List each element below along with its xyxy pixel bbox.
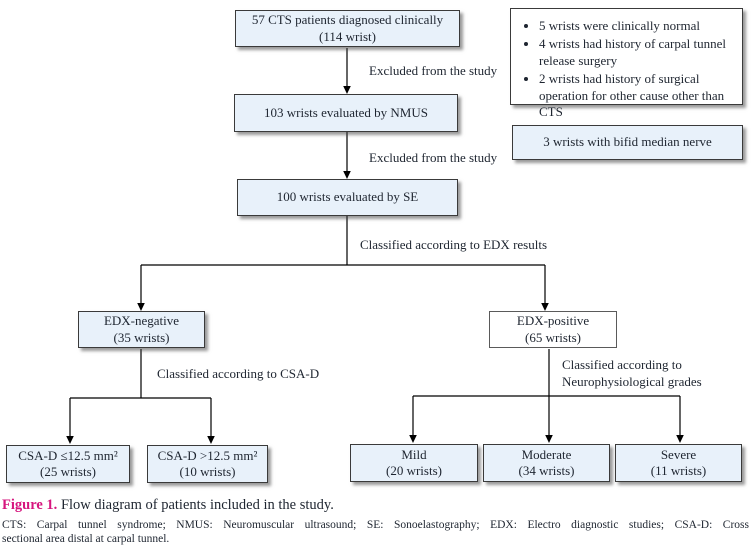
box-nmus: 103 wrists evaluated by NMUS [234,94,458,132]
arrowheads [66,86,684,444]
box-csad-low-line1: CSA-D ≤12.5 mm² [18,447,118,463]
box-csad-high-line1: CSA-D >12.5 mm² [157,447,258,463]
label-edx-results: Classified according to EDX results [360,237,548,252]
figure-caption: Figure 1. Flow diagram of patients inclu… [2,497,751,514]
box-mild: Mild (20 wrists) [350,444,478,482]
box-severe: Severe (11 wrists) [615,444,742,482]
footnote-line2: sectional area distal at carpal tunnel. [2,533,170,546]
label-neuro-line2: Neurophysiological grades [562,373,702,389]
box-csad-low-line2: (25 wrists) [40,464,96,479]
figure-caption-text: Flow diagram of patients included in the… [57,497,334,513]
box-edx-positive: EDX-positive (65 wrists) [489,311,617,348]
box-se: 100 wrists evaluated by SE [237,179,458,216]
box-patients-line2: (114 wrist) [319,28,376,44]
box-edx-negative: EDX-negative (35 wrists) [78,311,205,348]
box-mild-line1: Mild [401,446,427,462]
label-excluded-1: Excluded from the study [369,63,498,78]
box-se-line1: 100 wrists evaluated by SE [276,189,419,205]
box-patients-line1: 57 CTS patients diagnosed clinically [251,12,444,28]
box-csad-high: CSA-D >12.5 mm² (10 wrists) [147,445,268,483]
note-exclusions: 5 wrists were clinically normal 4 wrists… [510,8,743,119]
box-moderate-line2: (34 wrists) [518,463,575,478]
label-csad: Classified according to CSA-D [157,366,320,381]
label-neuro: Classified according to Neurophysiologic… [562,357,702,391]
label-neuro-line1: Classified according to [562,357,682,372]
box-severe-line2: (11 wrists) [650,463,707,478]
box-csad-high-line2: (10 wrists) [179,464,236,479]
box-edx-negative-line2: (35 wrists) [113,329,170,345]
exclusions-list: 5 wrists were clinically normal 4 wrists… [539,18,736,121]
box-severe-line1: Severe [660,446,697,462]
note-bifid: 3 wrists with bifid median nerve [512,125,743,160]
box-edx-positive-line2: (65 wrists) [525,329,581,345]
box-edx-negative-line1: EDX-negative [103,313,180,329]
box-patients: 57 CTS patients diagnosed clinically (11… [235,10,460,47]
figure-footnote: CTS: Carpal tunnel syndrome; NMUS: Neuro… [2,518,749,547]
figure-caption-label: Figure 1. [2,497,58,513]
exclusion-item: 4 wrists had history of carpal tunnel re… [539,36,736,70]
label-excluded-2: Excluded from the study [369,150,498,165]
note-bifid-text: 3 wrists with bifid median nerve [543,134,712,150]
footnote-line1: CTS: Carpal tunnel syndrome; NMUS: Neuro… [2,519,749,531]
box-nmus-line1: 103 wrists evaluated by NMUS [264,104,428,120]
exclusion-item: 2 wrists had history of surgical operati… [539,71,736,122]
box-moderate: Moderate (34 wrists) [483,444,610,482]
box-mild-line2: (20 wrists) [386,463,442,478]
box-csad-low: CSA-D ≤12.5 mm² (25 wrists) [6,445,130,483]
exclusion-item: 5 wrists were clinically normal [539,18,736,35]
box-edx-positive-line1: EDX-positive [516,313,590,329]
box-moderate-line1: Moderate [521,446,572,462]
